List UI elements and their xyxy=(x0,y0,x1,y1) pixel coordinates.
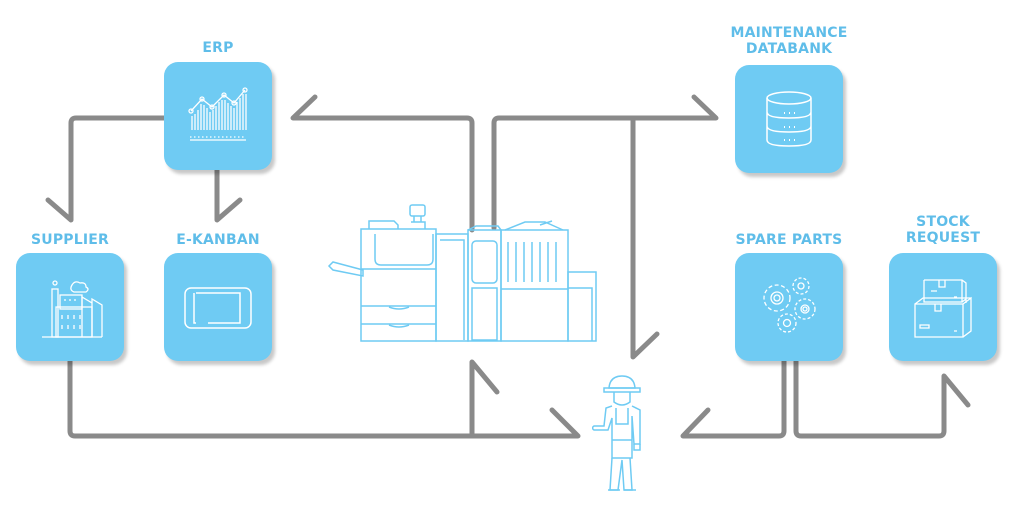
connector-erp-to-supplier xyxy=(45,115,167,223)
gears-icon xyxy=(763,277,816,333)
erp-label: ERP xyxy=(202,40,234,56)
connector-machine-to-erp xyxy=(290,94,475,233)
supplier-node[interactable] xyxy=(16,253,124,361)
connector-erp-to-ekanban xyxy=(214,167,243,223)
line-chart-icon xyxy=(188,87,248,141)
worker-icon xyxy=(592,375,641,491)
spare-parts-label: SPARE PARTS xyxy=(735,232,843,248)
stock-request-label-line2: REQUEST xyxy=(905,230,981,246)
connector-supplier-to-worker xyxy=(67,358,581,439)
maintenance-label-line2: DATABANK xyxy=(745,41,833,57)
maintenance-databank-node[interactable] xyxy=(735,65,843,173)
tablet-icon xyxy=(184,287,252,329)
connector-spareparts-to-stock xyxy=(793,358,971,439)
connector-to-machine xyxy=(469,359,500,439)
connector-machine-to-maintenance xyxy=(491,94,719,231)
spare-parts-node[interactable] xyxy=(735,253,843,361)
database-icon xyxy=(766,91,812,147)
maintenance-label-line1: MAINTENANCE xyxy=(730,25,848,41)
printer-machine-icon xyxy=(327,204,597,342)
supplier-label: SUPPLIER xyxy=(30,232,110,248)
factory-icon xyxy=(42,280,103,338)
ekanban-node[interactable] xyxy=(164,253,272,361)
stock-request-label-line1: STOCK xyxy=(916,214,970,230)
connector-spareparts-to-worker xyxy=(680,358,787,439)
ekanban-label: E-KANBAN xyxy=(176,232,260,248)
stock-request-node[interactable] xyxy=(889,253,997,361)
connector-maintenance-to-worker xyxy=(630,115,660,360)
erp-node[interactable] xyxy=(164,62,272,170)
boxes-icon xyxy=(914,279,972,338)
